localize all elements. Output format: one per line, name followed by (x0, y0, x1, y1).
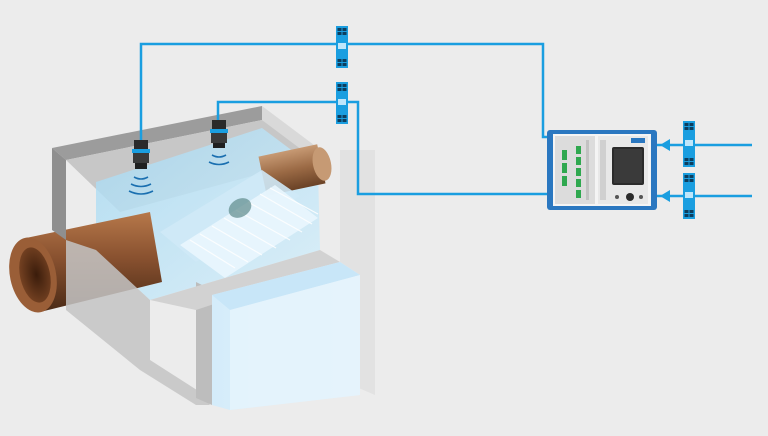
front-wall (66, 240, 210, 405)
outflow-basin-top (212, 262, 360, 310)
din-rail-module-icon (683, 173, 695, 219)
left-wall-edge (52, 148, 66, 240)
front-wall-top (150, 250, 340, 310)
din-rail-module-icon (336, 82, 348, 124)
arrow-left-icon (660, 190, 670, 202)
sensor-2-line (216, 100, 551, 196)
ultrasonic-sensor-icon (128, 140, 154, 195)
back-wall-top (52, 106, 262, 160)
controller-unit-icon (547, 130, 657, 210)
din-rail-module-icon (336, 26, 348, 68)
weir-overflow (160, 170, 319, 278)
din-rail-module-icon (683, 121, 695, 167)
front-wall-post (196, 282, 212, 405)
arrow-left-icon (660, 139, 670, 151)
navigation-knob (626, 193, 634, 201)
ultrasonic-sensor-icon (208, 120, 230, 166)
sensor-1-line (139, 42, 551, 143)
weir-channel (9, 106, 375, 410)
